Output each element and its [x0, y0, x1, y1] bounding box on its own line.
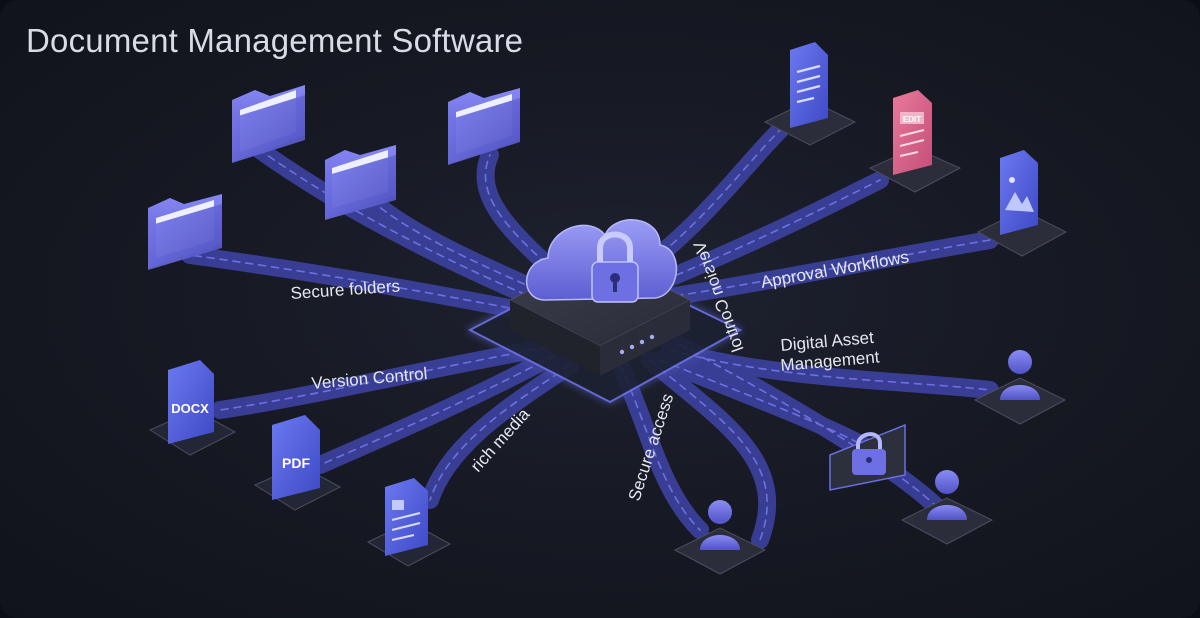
user-icon — [673, 500, 767, 575]
label-approval-workflows: Approval Workflows — [759, 247, 910, 292]
pdf-file-icon: PDF — [253, 415, 342, 511]
folder-icon — [232, 85, 305, 163]
cloud-lock-icon — [525, 219, 677, 303]
file-badge-docx: DOCX — [171, 401, 209, 416]
file-badge-pdf: PDF — [282, 455, 310, 471]
user-icon — [973, 350, 1067, 425]
server-lights — [619, 334, 655, 355]
document-icon — [366, 478, 452, 567]
page-title: Document Management Software — [26, 22, 524, 59]
folder-icon — [148, 194, 222, 270]
document-icon: EDIT — [868, 90, 962, 193]
docx-file-icon: DOCX — [148, 360, 237, 456]
folder-icon — [448, 88, 520, 165]
image-file-icon — [976, 150, 1068, 257]
user-icon — [900, 470, 994, 545]
folder-icon — [325, 145, 396, 220]
padlock-icon — [829, 423, 906, 491]
file-badge-edit: EDIT — [903, 115, 921, 124]
document-icon — [763, 42, 857, 146]
central-hub — [467, 219, 743, 404]
